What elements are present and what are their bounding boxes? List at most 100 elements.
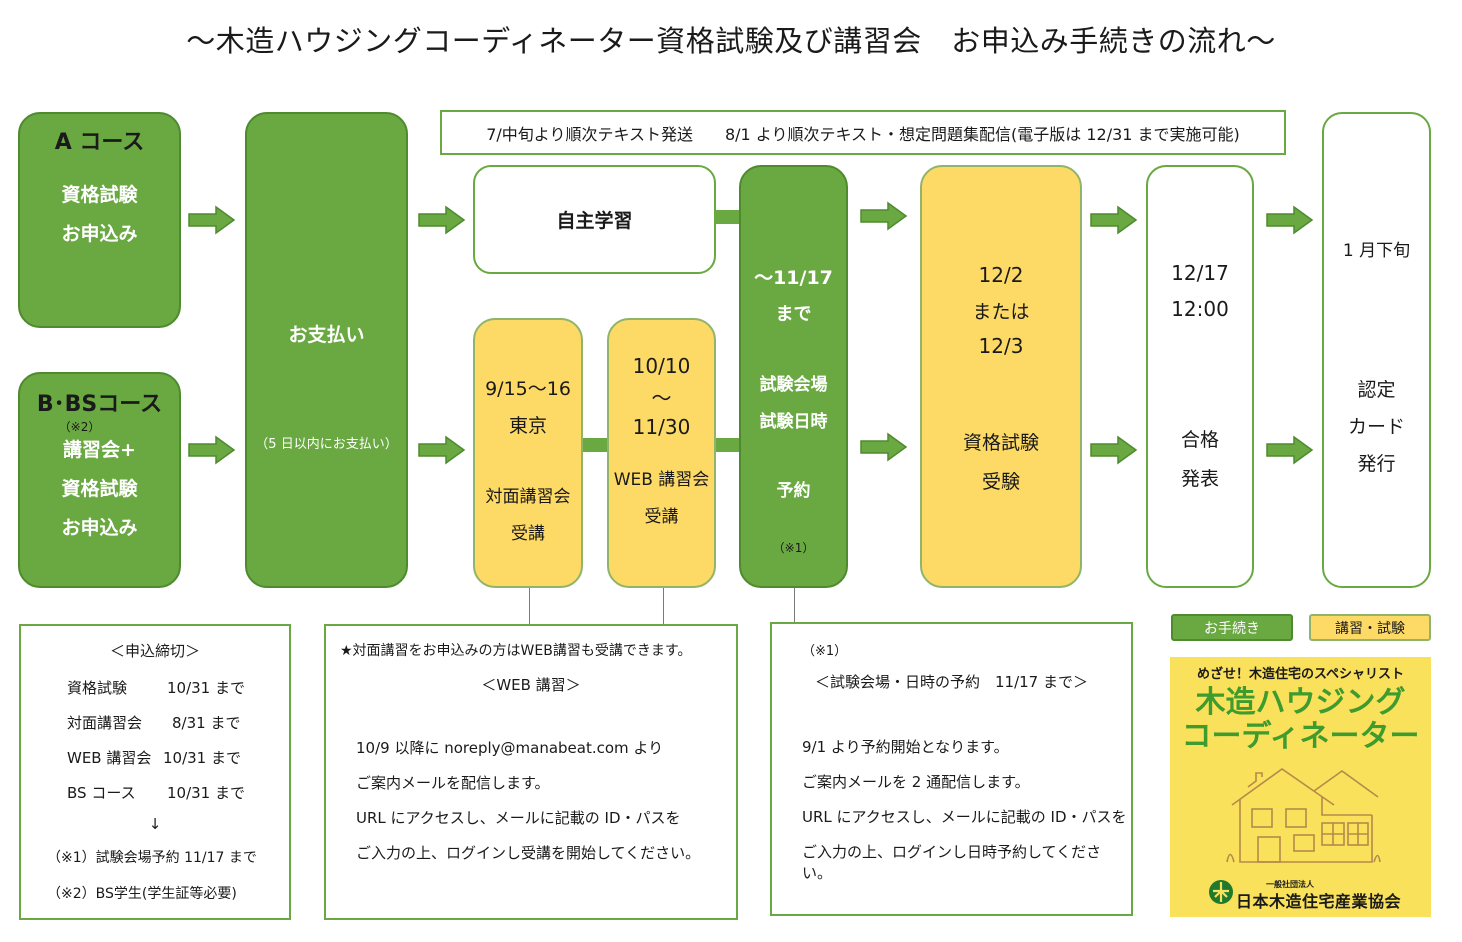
course-b-box: B･BSコース （※2） 講習会+ 資格試験 お申込み (18, 372, 181, 588)
logo-tagline: めざせ！木造住宅のスペシャリスト (1196, 667, 1405, 682)
web-note-heading: ＜WEB 講習＞ (481, 676, 581, 694)
web-date2: 11/30 (632, 415, 691, 439)
deadline-label: BS コース (67, 784, 136, 802)
course-a-box: A コース 資格試験 お申込み (18, 112, 181, 328)
card-line1: 認定 (1357, 379, 1396, 401)
exam-line2: 受験 (981, 471, 1020, 493)
exam-or: または (972, 301, 1030, 323)
result-line1: 合格 (1180, 429, 1219, 451)
web-line1: WEB 講習会 (613, 470, 710, 490)
down-arrow-icon: ↓ (148, 815, 162, 833)
reserve-line3: 予約 (776, 481, 811, 501)
course-a-line1: 資格試験 (61, 184, 138, 206)
legend-procedure-label: お手続き (1204, 620, 1260, 637)
web-lecture-box: 10/10 ～ 11/30 WEB 講習会 受講 (607, 318, 716, 588)
logo-name2: コーディネーター (1181, 719, 1420, 754)
connector-tokyo-web (582, 438, 609, 452)
reserve-note-mark: （※1） (802, 644, 848, 659)
course-a-line2: お申込み (61, 223, 138, 245)
deadline-row: 資格試験 10/31 まで (67, 677, 289, 698)
deadline-value: 8/31 まで (172, 714, 241, 732)
self-study-label: 自主学習 (556, 210, 633, 232)
schedule-banner: 7/中旬より順次テキスト発送 8/1 より順次テキスト・想定問題集配信(電子版は… (440, 110, 1286, 155)
deadline-row: BS コース 10/31 まで (67, 782, 289, 803)
association-logo-icon (1209, 880, 1233, 904)
deadline-value: 10/31 まで (167, 784, 245, 802)
deadline-label: WEB 講習会 (67, 749, 152, 767)
arrow-right-icon (418, 435, 466, 465)
card-line3: 発行 (1357, 453, 1396, 475)
deadline-value: 10/31 まで (163, 749, 241, 767)
web-note-star: ★対面講習をお申込みの方はWEB講習も受講できます。 (340, 643, 692, 659)
leader-line (663, 588, 664, 624)
arrow-right-icon (1090, 205, 1138, 235)
exam-date1: 12/2 (978, 263, 1024, 287)
payment-label: お支払い (288, 324, 365, 346)
deadline-heading: ＜申込締切＞ (109, 642, 200, 660)
exam-date2: 12/3 (978, 334, 1024, 358)
course-b-line1: 講習会+ (63, 439, 136, 461)
deadline-note: ＜申込締切＞ 資格試験 10/31 まで 対面講習会 8/31 まで WEB 講習会… (19, 624, 291, 920)
logo-org: 日本木造住宅産業協会 (1236, 892, 1402, 911)
web-note-line4: ご入力の上、ログインし受講を開始してください。 (356, 844, 701, 862)
result-date: 12/17 (1171, 261, 1229, 285)
house-illustration-icon (1226, 768, 1381, 863)
web-note-line1: 10/9 以降に noreply@manabeat.com より (356, 739, 664, 757)
logo-name1: 木造ハウジング (1195, 685, 1406, 720)
course-b-mark: （※2） (58, 420, 101, 434)
reserve-note-line4: ご入力の上、ログインし日時予約してください。 (802, 843, 1102, 882)
deadline-note1: （※1）試験会場予約 11/17 まで (47, 850, 257, 866)
reserve-note-line2: ご案内メールを 2 通配信します。 (802, 773, 1030, 791)
self-study-box: 自主学習 (473, 165, 716, 274)
card-box: 1 月下旬 認定 カード 発行 (1322, 112, 1431, 588)
reserve-until: まで (775, 304, 812, 325)
deadline-row: 対面講習会 8/31 まで (67, 712, 289, 733)
logo-panel: めざせ！木造住宅のスペシャリスト 木造ハウジング コーディネーター 一般社団法人… (1170, 657, 1431, 917)
reserve-note-line3: URL にアクセスし、メールに記載の ID・パスを (802, 808, 1127, 826)
result-time: 12:00 (1171, 297, 1229, 321)
web-tilde: ～ (651, 386, 672, 410)
legend-course-exam-label: 講習・試験 (1335, 620, 1405, 637)
reserve-date: ～11/17 (754, 267, 833, 289)
course-b-line3: お申込み (61, 517, 138, 539)
payment-note: （5 日以内にお支払い） (255, 437, 398, 452)
leader-line (794, 588, 795, 622)
legend-course-exam: 講習・試験 (1309, 614, 1431, 641)
web-line2: 受講 (644, 507, 679, 527)
web-lecture-note: ★対面講習をお申込みの方はWEB講習も受講できます。 ＜WEB 講習＞ 10/9… (324, 624, 738, 920)
exam-line1: 資格試験 (962, 432, 1039, 454)
arrow-right-icon (1266, 435, 1314, 465)
arrow-right-icon (1090, 435, 1138, 465)
course-a-title: A コース (54, 130, 145, 155)
payment-box: お支払い （5 日以内にお支払い） (245, 112, 408, 588)
web-note-line3: URL にアクセスし、メールに記載の ID・パスを (356, 809, 681, 827)
exam-box: 12/2 または 12/3 資格試験 受験 (920, 165, 1082, 588)
tokyo-date: 9/15～16 (485, 378, 571, 400)
arrow-right-icon (860, 201, 908, 231)
deadline-note2: （※2）BS学生(学生証等必要) (47, 886, 237, 902)
deadline-label: 資格試験 (67, 679, 128, 697)
arrow-right-icon (1266, 205, 1314, 235)
reserve-line1: 試験会場 (759, 375, 828, 395)
tokyo-line1: 対面講習会 (485, 487, 571, 507)
deadline-value: 10/31 まで (167, 679, 245, 697)
course-b-line2: 資格試験 (61, 478, 138, 500)
deadline-row: WEB 講習会 10/31 まで (67, 747, 289, 768)
tokyo-place: 東京 (508, 415, 547, 437)
deadline-label: 対面講習会 (67, 714, 143, 732)
reserve-note-heading: ＜試験会場・日時の予約 11/17 まで＞ (815, 673, 1088, 691)
result-box: 12/17 12:00 合格 発表 (1146, 165, 1254, 588)
reserve-note-line1: 9/1 より予約開始となります。 (802, 738, 1009, 756)
web-note-line2: ご案内メールを配信します。 (356, 774, 550, 792)
tokyo-lecture-box: 9/15～16 東京 対面講習会 受講 (473, 318, 583, 588)
connector-web-reserve (714, 438, 740, 452)
reserve-mark: （※1） (772, 541, 815, 555)
card-line2: カード (1347, 416, 1405, 438)
legend-procedure: お手続き (1171, 614, 1293, 641)
result-line2: 発表 (1180, 468, 1219, 490)
reserve-line2: 試験日時 (759, 412, 828, 432)
page-title: ～木造ハウジングコーディネーター資格試験及び講習会 お申込み手続きの流れ～ (186, 24, 1276, 58)
logo-org-small: 一般社団法人 (1266, 880, 1314, 889)
arrow-right-icon (418, 205, 466, 235)
connector-selfstudy-reserve (715, 210, 740, 224)
